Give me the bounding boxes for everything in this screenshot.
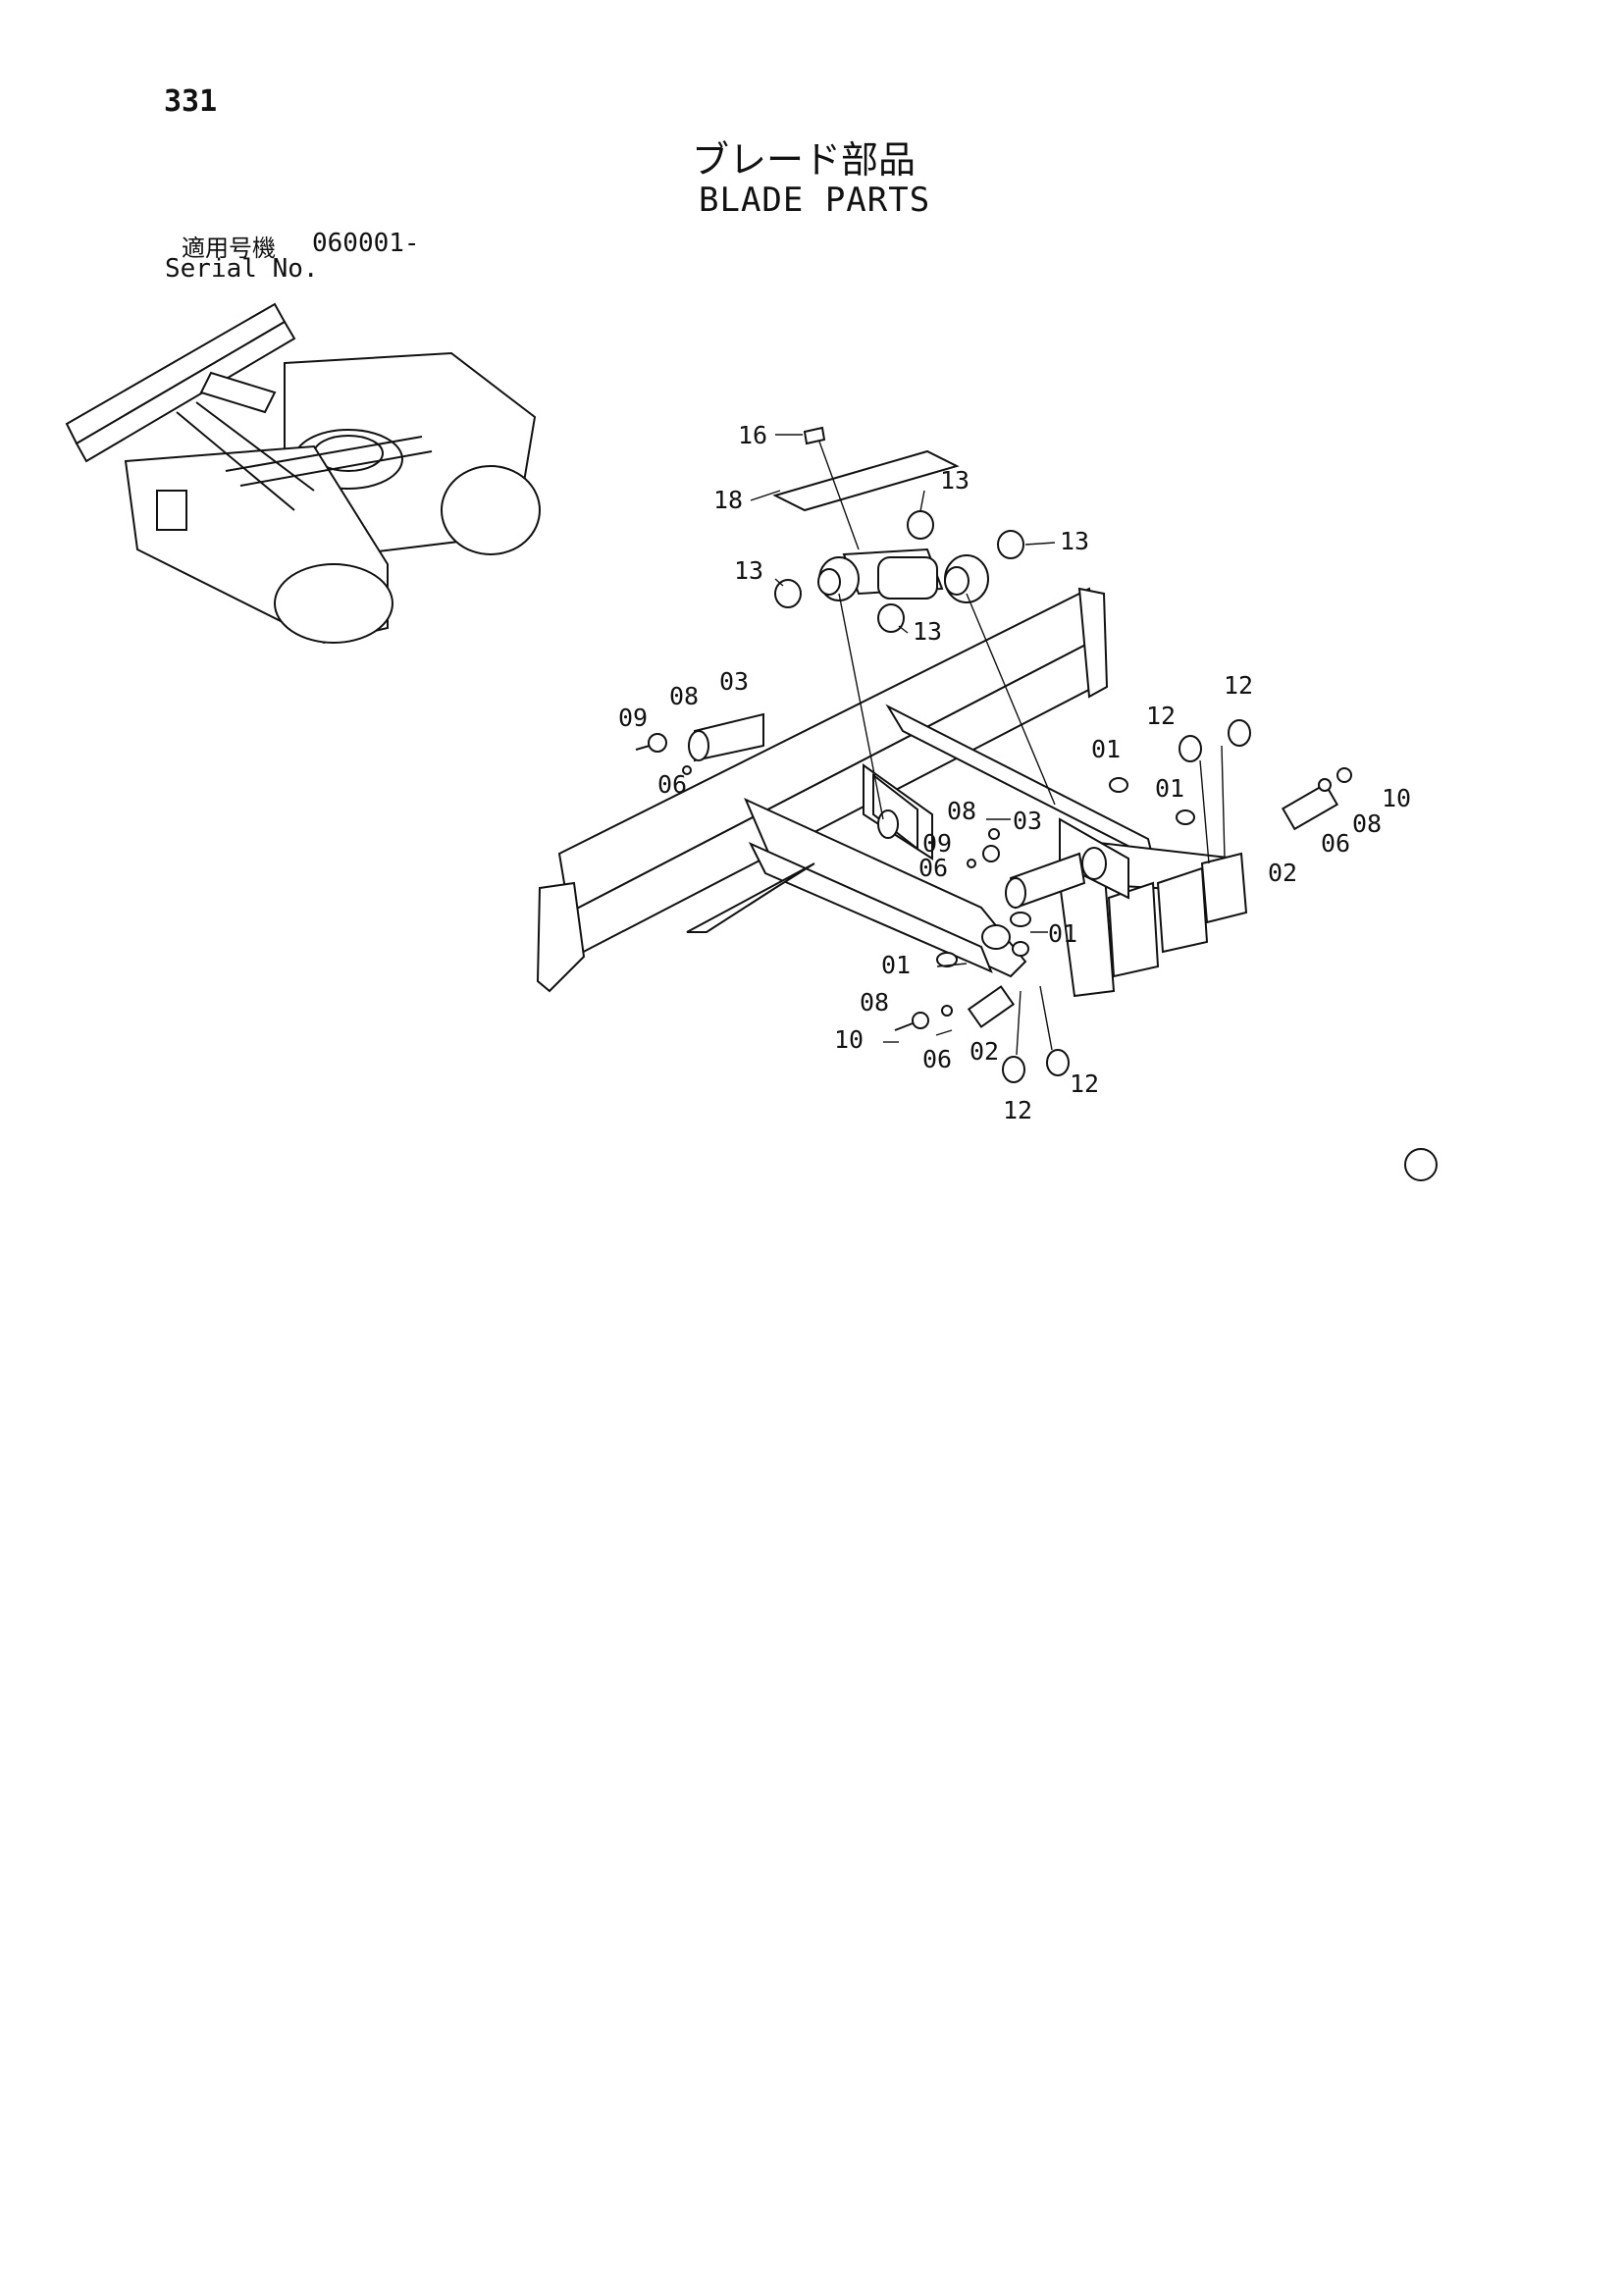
callout-18: 18 — [713, 486, 743, 514]
callout-01-lower-left: 01 — [881, 951, 911, 979]
callout-01-lower-right: 01 — [1048, 919, 1077, 948]
callout-06-left: 06 — [657, 770, 687, 799]
page-number: 331 — [164, 84, 218, 119]
callout-01-upper-b: 01 — [1155, 774, 1184, 803]
callout-08-right: 08 — [1352, 809, 1382, 838]
callout-01-upper-a: 01 — [1091, 735, 1121, 763]
callout-leaders — [750, 434, 1056, 1043]
callout-02-lower: 02 — [969, 1037, 999, 1066]
callout-13-right: 13 — [1060, 527, 1089, 555]
callout-labels: 16 18 13 13 13 13 09 08 03 06 12 12 01 0… — [618, 421, 1411, 1124]
callout-03-left: 03 — [719, 667, 749, 696]
blade-cylinder — [772, 426, 1056, 820]
machine-overview-illustration — [65, 302, 541, 645]
callout-08-left: 08 — [669, 682, 699, 710]
callout-12-lower-right: 12 — [1070, 1070, 1099, 1098]
callout-03-center: 03 — [1013, 807, 1042, 835]
callout-13-left: 13 — [734, 556, 763, 585]
callout-10-lower: 10 — [834, 1025, 864, 1054]
callout-06-center: 06 — [918, 854, 948, 882]
callout-06-right: 06 — [1321, 829, 1350, 858]
callout-02-right: 02 — [1268, 859, 1297, 887]
callout-12-lower-left: 12 — [1003, 1096, 1032, 1124]
serial-label-english: Serial No. — [165, 254, 319, 284]
callout-09-left: 09 — [618, 704, 648, 732]
callout-08-lower: 08 — [860, 988, 889, 1017]
pins-and-bolts — [635, 712, 1352, 1031]
page-title-english: BLADE PARTS — [699, 181, 931, 220]
serial-number-value: 060001- — [312, 229, 420, 258]
callout-12-right-upper: 12 — [1146, 702, 1176, 730]
blade-assembly — [536, 587, 1248, 998]
watermark-w-mark — [1404, 1148, 1438, 1181]
callout-12-right-top: 12 — [1224, 671, 1253, 700]
serial-label-japanese: 適用号機 — [182, 235, 276, 262]
callout-08-center: 08 — [947, 797, 976, 825]
callout-16: 16 — [738, 421, 767, 449]
callout-13-bottom: 13 — [913, 617, 942, 646]
page-title-japanese: ブレード部品 — [692, 138, 917, 182]
callout-10-right: 10 — [1382, 784, 1411, 812]
washers — [774, 510, 1251, 1083]
callout-13-top: 13 — [940, 466, 969, 495]
callout-09-center: 09 — [922, 829, 952, 858]
callout-06-lower: 06 — [922, 1045, 952, 1073]
